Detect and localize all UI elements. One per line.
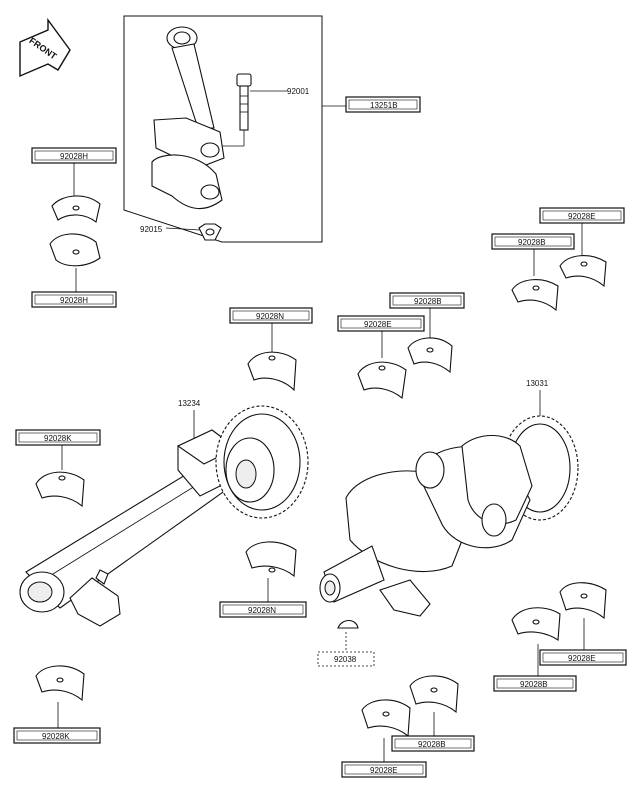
- balancer-gear: [215, 405, 309, 519]
- bearing-shell-92028N-upper: [247, 351, 297, 392]
- callout-box-92028B-right: 92028B: [493, 675, 577, 692]
- callout-box-92028K-bottom: 92028K: [13, 727, 101, 744]
- callout-92028B-right: 92028B: [520, 680, 548, 689]
- bearing-shell-92028B-right: [511, 607, 561, 641]
- callout-92028N-bottom: 92028N: [248, 606, 276, 615]
- callout-box-92028K-top: 92028K: [15, 429, 101, 446]
- callout-13031: 13031: [526, 379, 549, 388]
- callout-92028B-bottom: 92028B: [418, 740, 446, 749]
- callout-92028E-mid: 92028E: [364, 320, 392, 329]
- callout-92028E-top: 92028E: [568, 212, 596, 221]
- bearing-shell-92028B-bottom: [409, 675, 459, 714]
- callout-92028H-top: 92028H: [60, 152, 88, 161]
- callout-92001: 92001: [287, 87, 310, 96]
- callout-92015: 92015: [140, 225, 163, 234]
- callout-box-92028E-bottom: 92028E: [341, 761, 427, 778]
- callout-92038: 92038: [334, 655, 357, 664]
- callout-box-92028B-bottom: 92028B: [391, 735, 475, 752]
- callout-box-92028H-bottom: 92028H: [31, 291, 117, 308]
- callout-92028E-bottom: 92028E: [370, 766, 398, 775]
- connecting-rod: [151, 26, 225, 210]
- callout-92028H-bottom: 92028H: [60, 296, 88, 305]
- callout-box-92028B-mid: 92028B: [389, 292, 465, 309]
- conrod-bolt: [236, 73, 252, 131]
- front-arrow-badge: FRONT: [19, 17, 71, 78]
- bearing-shell-92028H-lower: [49, 233, 101, 267]
- bearing-shell-92028E-mid: [357, 361, 407, 400]
- callout-92028N-top: 92028N: [256, 312, 284, 321]
- bearing-shell-92028K-upper: [35, 471, 85, 508]
- woodruff-key: [337, 619, 359, 629]
- callout-box-13251B: 13251B: [345, 96, 421, 113]
- bearing-shell-92028E-upper: [559, 255, 607, 288]
- callout-92028E-right: 92028E: [568, 654, 596, 663]
- callout-box-92028E-top: 92028E: [539, 207, 625, 224]
- bearing-shell-92028B-mid: [407, 337, 453, 374]
- bearing-shell-92028K-lower: [35, 665, 85, 702]
- bearing-shell-92028E-bottom: [361, 699, 411, 738]
- bearing-shell-92028N-lower: [245, 541, 297, 578]
- callout-92028K-top: 92028K: [44, 434, 72, 443]
- balancer-shaft: [19, 429, 238, 627]
- callout-13234: 13234: [178, 399, 201, 408]
- bearing-shell-92028B-upper: [511, 279, 559, 312]
- conrod-assembly-box: [123, 15, 323, 243]
- callout-box-92028H-top: 92028H: [31, 147, 117, 164]
- callout-box-92028E-right: 92028E: [539, 649, 627, 666]
- conrod-nut: [198, 223, 222, 241]
- crankshaft: [319, 415, 579, 617]
- callout-92028B-top: 92028B: [518, 238, 546, 247]
- callout-13251B: 13251B: [370, 101, 398, 110]
- bearing-shell-92028E-right: [559, 582, 607, 620]
- callout-box-92028B-top: 92028B: [491, 233, 575, 250]
- callout-box-92028N-top: 92028N: [229, 307, 313, 324]
- callout-box-92038: 92038: [317, 651, 375, 667]
- callout-box-92028N-bottom: 92028N: [219, 601, 307, 618]
- callout-92028K-bottom: 92028K: [42, 732, 70, 741]
- callout-box-92028E-mid: 92028E: [337, 315, 425, 332]
- bearing-shell-92028H-upper: [51, 195, 101, 223]
- callout-92028B-mid: 92028B: [414, 297, 442, 306]
